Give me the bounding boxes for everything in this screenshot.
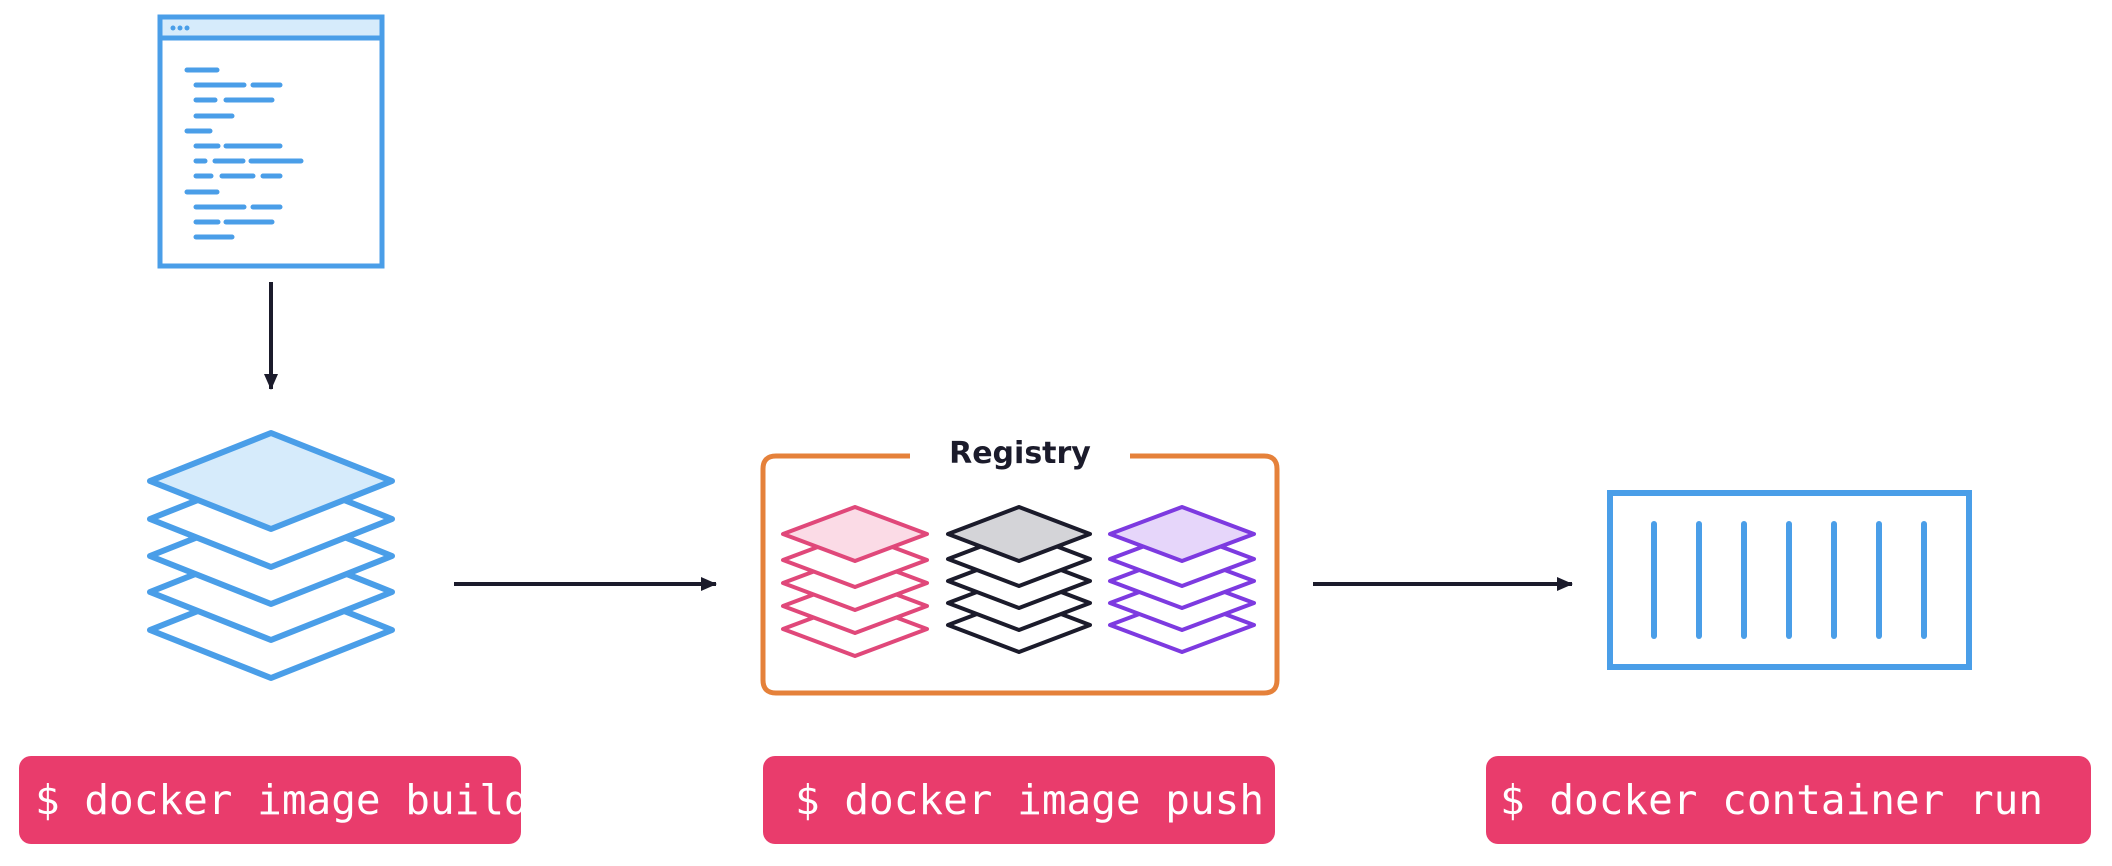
docker-build-command: $ docker image build <box>19 756 529 844</box>
image-layers-icon <box>147 430 395 681</box>
registry-image-purple <box>1108 505 1256 654</box>
container-icon <box>1607 490 1972 670</box>
docker-run-command: $ docker container run <box>1486 756 2091 844</box>
registry-label: Registry <box>949 436 1091 471</box>
dockerfile-document-icon <box>157 14 385 269</box>
registry-image-pink <box>781 505 929 658</box>
docker-push-command: $ docker image push <box>763 756 1275 844</box>
registry-image-dark <box>946 505 1092 654</box>
registry-box: Registry <box>760 436 1280 696</box>
